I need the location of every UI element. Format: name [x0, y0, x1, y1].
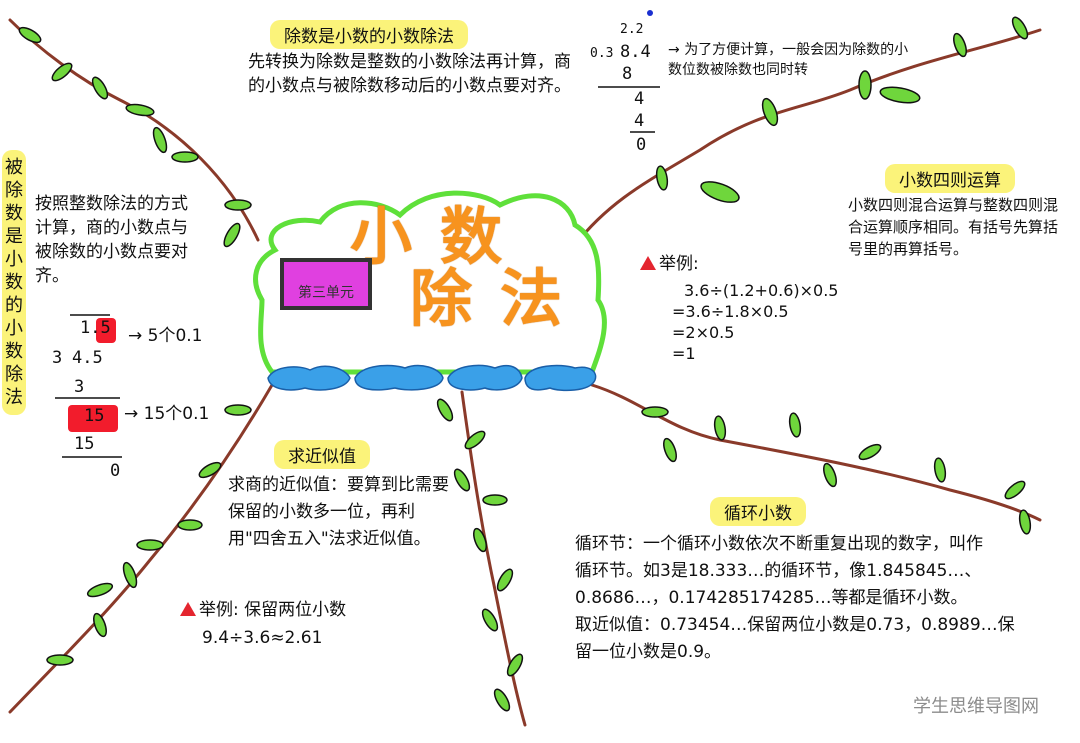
- note-convert: → 为了方便计算，一般会因为除数的小数位数被除数也同时转: [668, 42, 909, 78]
- branch-right-bottom: [590, 383, 1042, 522]
- center-title-line2: 除法: [410, 262, 591, 335]
- ink-dot: [647, 10, 653, 16]
- example-dividend: 4.5: [72, 348, 103, 368]
- example-line: =1: [672, 344, 696, 363]
- example-step2: 4: [634, 89, 645, 109]
- heading-recurring-decimal: 循环小数: [710, 497, 806, 526]
- example-lines-four-operations: 3.6÷(1.2+0.6)×0.5 =3.6÷1.8×0.5 =2×0.5 =1: [672, 280, 838, 364]
- example-line: =2×0.5: [672, 323, 735, 342]
- center-cloud: [253, 190, 607, 375]
- example-step3: 4: [634, 111, 645, 131]
- body-dividend-decimal: 按照整数除法的方式计算，商的小数点与被除数的小数点要对齐。: [35, 194, 188, 286]
- example-step1: 8: [622, 64, 633, 84]
- example-step1: 3: [74, 377, 85, 397]
- example-line-approximation: 9.4÷3.6≈2.61: [202, 628, 323, 648]
- heading-divisor-decimal: 除数是小数的小数除法: [270, 20, 468, 49]
- heading-approximation: 求近似值: [274, 440, 370, 469]
- example-label-approximation: 举例: 保留两位小数: [180, 598, 346, 622]
- body-line: 循环节。如3是18.333…的循环节，像1.845845…、: [575, 561, 982, 581]
- example-divisor: 0.3: [590, 46, 614, 61]
- vertical-heading-dividend-decimal: 被除数是小数的小数除法: [2, 150, 26, 415]
- body-line: 留一位小数是0.9。: [575, 642, 722, 662]
- example-remainder: 0: [110, 461, 121, 481]
- body-approximation: 求商的近似值：要算到比需要保留的小数多一位，再利用"四舍五入"法求近似值。: [228, 475, 449, 549]
- water-clouds: [267, 364, 597, 392]
- highlight-mark: [96, 318, 116, 343]
- example-divisor: 3: [52, 348, 63, 368]
- body-line: 循环节：一个循环小数依次不断重复出现的数字，叫作: [575, 534, 983, 554]
- note-convert-text: 为了方便计算，一般会因为除数的小数位数被除数也同时转: [668, 42, 909, 78]
- body-four-operations: 小数四则混合运算与整数四则混合运算顺序相同。有括号先算括号里的再算括号。: [848, 196, 1059, 258]
- heading-four-operations: 小数四则运算: [885, 164, 1015, 193]
- branch-top-left: [8, 18, 260, 242]
- body-line: 取近似值：0.73454…保留两位小数是0.73，0.8989…保: [575, 615, 1015, 635]
- triangle-marker-icon: [180, 602, 196, 616]
- body-line: 0.8686…，0.174285174285…等都是循环小数。: [575, 588, 968, 608]
- example-label-four-operations: 举例:: [640, 252, 699, 276]
- body-recurring-decimal: 循环节：一个循环小数依次不断重复出现的数字，叫作 循环节。如3是18.333…的…: [575, 531, 1080, 666]
- example-step2: 15: [84, 406, 105, 426]
- center-title-line1: 小数: [350, 200, 531, 273]
- example-line: 3.6÷(1.2+0.6)×0.5: [684, 281, 839, 300]
- highlight-mark: [68, 405, 118, 432]
- leaves: [18, 16, 1032, 712]
- example-dividend: 8.4: [620, 42, 651, 62]
- example-line: =3.6÷1.8×0.5: [672, 302, 789, 321]
- example-label-text: 举例:: [659, 254, 699, 274]
- example-label-text: 举例: 保留两位小数: [199, 600, 347, 620]
- example-step3: 15: [74, 434, 95, 454]
- unit-label-box: 第三单元: [280, 258, 372, 310]
- example-quotient: 2.2: [620, 22, 644, 37]
- watermark: 学生思维导图网: [913, 696, 1039, 717]
- note-fifteen-tenths: → 15个0.1: [124, 404, 210, 424]
- branch-top-right: [573, 28, 1042, 247]
- note-five-tenths: → 5个0.1: [128, 326, 203, 346]
- triangle-marker-icon: [640, 256, 656, 270]
- example-remainder: 0: [636, 135, 647, 155]
- body-divisor-decimal: 先转换为除数是整数的小数除法再计算，商的小数点与被除数移动后的小数点要对齐。: [248, 52, 571, 96]
- example-quotient: 1.5: [80, 318, 111, 338]
- division-lines: [55, 86, 660, 458]
